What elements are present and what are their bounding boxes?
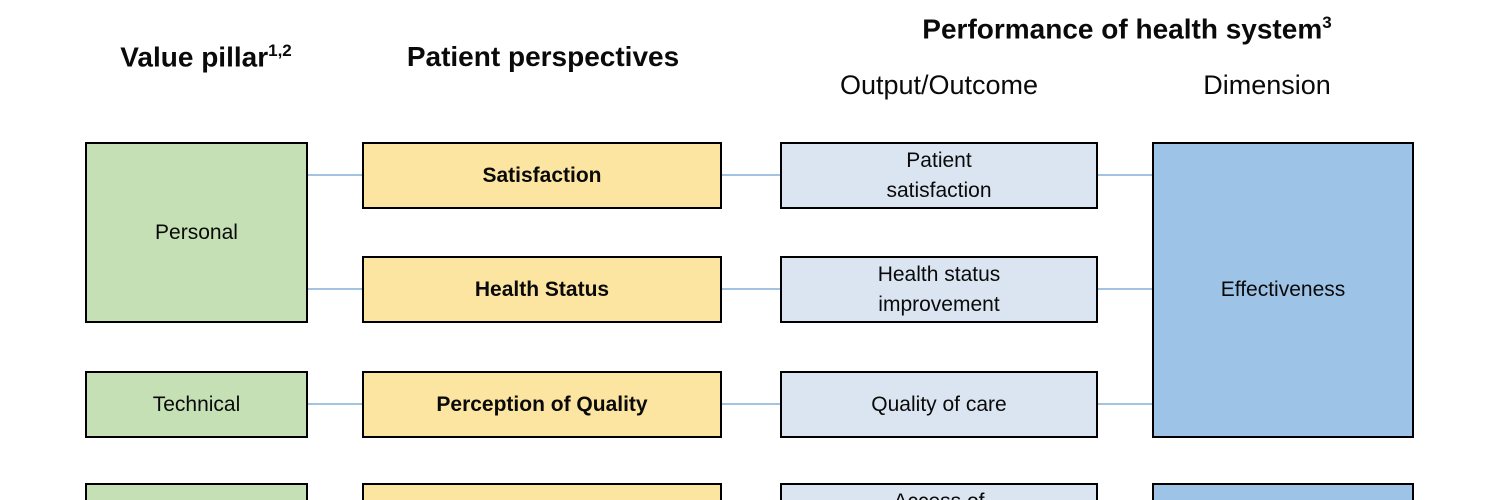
perspective-label-perception-of-quality: Perception of Quality bbox=[436, 392, 648, 416]
header-performance-superscript: 3 bbox=[1322, 13, 1332, 32]
connector-health-status-improvement bbox=[722, 288, 780, 290]
header-output-outcome: Output/Outcome bbox=[840, 70, 1038, 101]
pillar-box-technical: Technical bbox=[85, 371, 308, 438]
output-label-patient-satisfaction: Patient satisfaction bbox=[886, 148, 992, 202]
pillar-box-cutoff bbox=[85, 483, 308, 500]
output-box-quality-of-care: Quality of care bbox=[780, 371, 1098, 438]
dimension-box-effectiveness: Effectiveness bbox=[1152, 142, 1414, 438]
pillar-label-technical: Technical bbox=[152, 392, 241, 416]
output-label-health-status-improvement: Health status improvement bbox=[877, 262, 1001, 316]
connector-technical-perception bbox=[308, 403, 362, 405]
dimension-box-cutoff bbox=[1152, 483, 1414, 500]
header-value-pillar: Value pillar1,2 bbox=[120, 41, 292, 73]
output-label-access-of-care: Access of care bbox=[893, 487, 984, 500]
connector-satisfaction-patient-satisfaction bbox=[722, 174, 780, 176]
output-box-patient-satisfaction: Patient satisfaction bbox=[780, 142, 1098, 209]
header-value-pillar-text: Value pillar bbox=[120, 41, 269, 73]
dimension-label-effectiveness: Effectiveness bbox=[1220, 278, 1346, 301]
connector-perception-quality-of-care bbox=[722, 403, 780, 405]
header-value-pillar-superscript: 1,2 bbox=[268, 41, 292, 60]
perspective-label-satisfaction: Satisfaction bbox=[482, 163, 602, 187]
header-patient-perspectives: Patient perspectives bbox=[407, 41, 679, 73]
perspective-box-cutoff bbox=[362, 483, 722, 500]
connector-personal-satisfaction bbox=[308, 174, 362, 176]
header-output-outcome-text: Output/Outcome bbox=[839, 70, 1039, 100]
connector-improvement-effectiveness bbox=[1098, 288, 1152, 290]
connector-patient-satisfaction-effectiveness bbox=[1098, 174, 1152, 176]
perspective-box-perception-of-quality: Perception of Quality bbox=[362, 371, 722, 438]
pillar-label-personal: Personal bbox=[155, 220, 238, 244]
output-label-quality-of-care: Quality of care bbox=[871, 392, 1007, 416]
header-dimension: Dimension bbox=[1203, 70, 1331, 101]
output-box-access-of-care: Access of care bbox=[780, 483, 1098, 500]
perspective-box-health-status: Health Status bbox=[362, 256, 722, 323]
perspective-label-health-status: Health Status bbox=[474, 277, 610, 301]
perspective-box-satisfaction: Satisfaction bbox=[362, 142, 722, 209]
header-dimension-text: Dimension bbox=[1203, 70, 1331, 100]
pillar-box-personal: Personal bbox=[85, 142, 308, 323]
header-performance-text: Performance of health system bbox=[922, 13, 1323, 45]
output-box-health-status-improvement: Health status improvement bbox=[780, 256, 1098, 323]
connector-personal-health-status bbox=[308, 288, 362, 290]
connector-quality-of-care-effectiveness bbox=[1098, 403, 1152, 405]
header-patient-perspectives-text: Patient perspectives bbox=[406, 41, 680, 72]
header-performance-of-health-system: Performance of health system3 bbox=[922, 13, 1331, 45]
